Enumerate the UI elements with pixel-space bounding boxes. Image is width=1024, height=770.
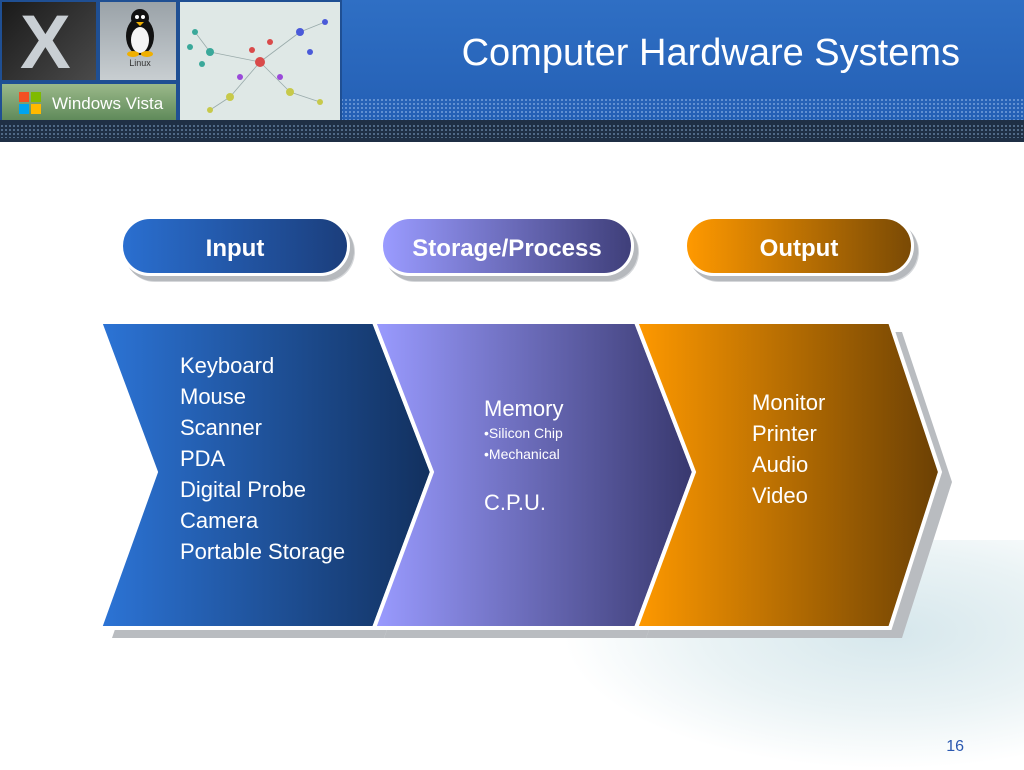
memory-heading: Memory xyxy=(484,396,564,421)
input-devices-list: Keyboard Mouse Scanner PDA Digital Probe… xyxy=(180,350,345,567)
slide-title: Computer Hardware Systems xyxy=(461,32,960,74)
slide-header: X Linux Windows Vista xyxy=(0,0,1024,124)
mac-os-x-logo: X xyxy=(0,0,98,82)
page-number: 16 xyxy=(946,738,964,755)
list-item: Keyboard xyxy=(180,353,275,378)
vista-label: Windows Vista xyxy=(52,94,164,113)
network-graph-image xyxy=(178,0,342,122)
stage-label-input: Input xyxy=(120,216,350,276)
list-item: •Silicon Chip xyxy=(484,425,563,441)
list-item: Audio xyxy=(752,452,809,477)
list-item: Printer xyxy=(752,421,817,446)
list-item: Video xyxy=(752,483,808,508)
windows-flag-icon xyxy=(19,92,41,114)
output-devices-list: Monitor Printer Audio Video xyxy=(752,387,825,511)
network-graph-icon xyxy=(187,19,328,113)
linux-tux-logo: Linux xyxy=(98,0,178,82)
list-item: Camera xyxy=(180,508,259,533)
list-item: Digital Probe xyxy=(180,477,306,502)
list-item: Monitor xyxy=(752,390,826,415)
mac-x-mark: X xyxy=(20,0,71,85)
windows-vista-logo: Windows Vista xyxy=(0,82,178,122)
cpu-heading: C.P.U. xyxy=(484,490,546,515)
linux-label: Linux xyxy=(129,58,151,68)
list-item: Scanner xyxy=(180,415,262,440)
list-item: Mouse xyxy=(180,384,247,409)
stage-label-output: Output xyxy=(684,216,914,276)
header-divider-strip xyxy=(0,120,1024,142)
list-item: •Mechanical xyxy=(484,446,560,462)
penguin-icon xyxy=(126,9,154,57)
storage-process-list: Memory •Silicon Chip •Mechanical C.P.U. xyxy=(484,395,563,517)
list-item: Portable Storage xyxy=(180,539,346,564)
list-item: PDA xyxy=(180,446,226,471)
chevron-output xyxy=(633,320,943,630)
stage-label-storage-process: Storage/Process xyxy=(380,216,634,276)
